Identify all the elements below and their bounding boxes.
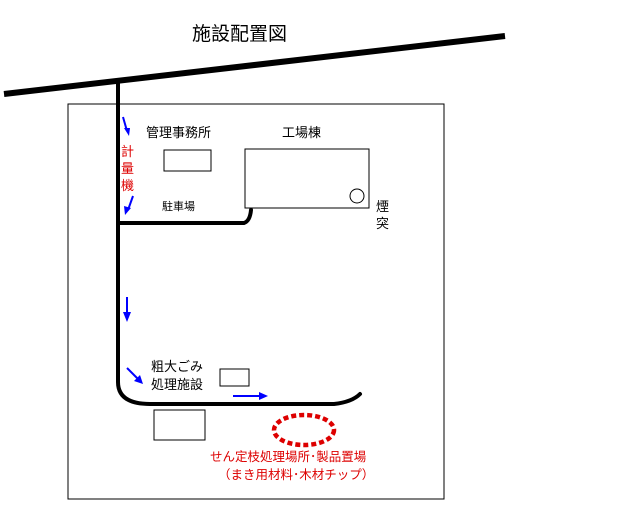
flow-arrows [122,116,268,400]
public-road [3,33,506,97]
flow-arrow-icon [123,297,131,322]
factory-label: 工場棟 [282,126,321,141]
flow-arrow-icon [122,116,130,136]
scale-label-1: 計 [121,144,134,160]
internal-road [116,78,362,406]
pruning-area-label-1: せん定枝処理場所･製品置場 [210,449,366,464]
chimney-label-2: 突 [376,216,389,232]
office-label: 管理事務所 [146,126,211,141]
parking-road [116,208,253,225]
bulky-waste-building [219,368,250,387]
chimney-label-1: 煙 [376,200,389,215]
parking-label: 駐車場 [162,199,195,213]
office-building [163,149,212,172]
flow-arrow-icon [233,392,268,400]
chimney-icon [349,188,365,204]
bulky-waste-label-2: 処理施設 [151,377,203,393]
diagram-title: 施設配置図 [192,23,287,45]
site-boundary [67,103,445,500]
scale-label-3: 機 [121,179,134,194]
flow-arrow-icon [124,195,134,215]
lower-building [153,409,206,441]
bulky-waste-label-1: 粗大ごみ [151,359,203,375]
factory-building [244,148,370,209]
pruning-area-label-2: （まき用材料･木材チップ） [218,467,374,482]
scale-label-2: 量 [121,162,134,177]
pruning-area-marker [271,412,337,448]
flow-arrow-icon [126,367,143,384]
